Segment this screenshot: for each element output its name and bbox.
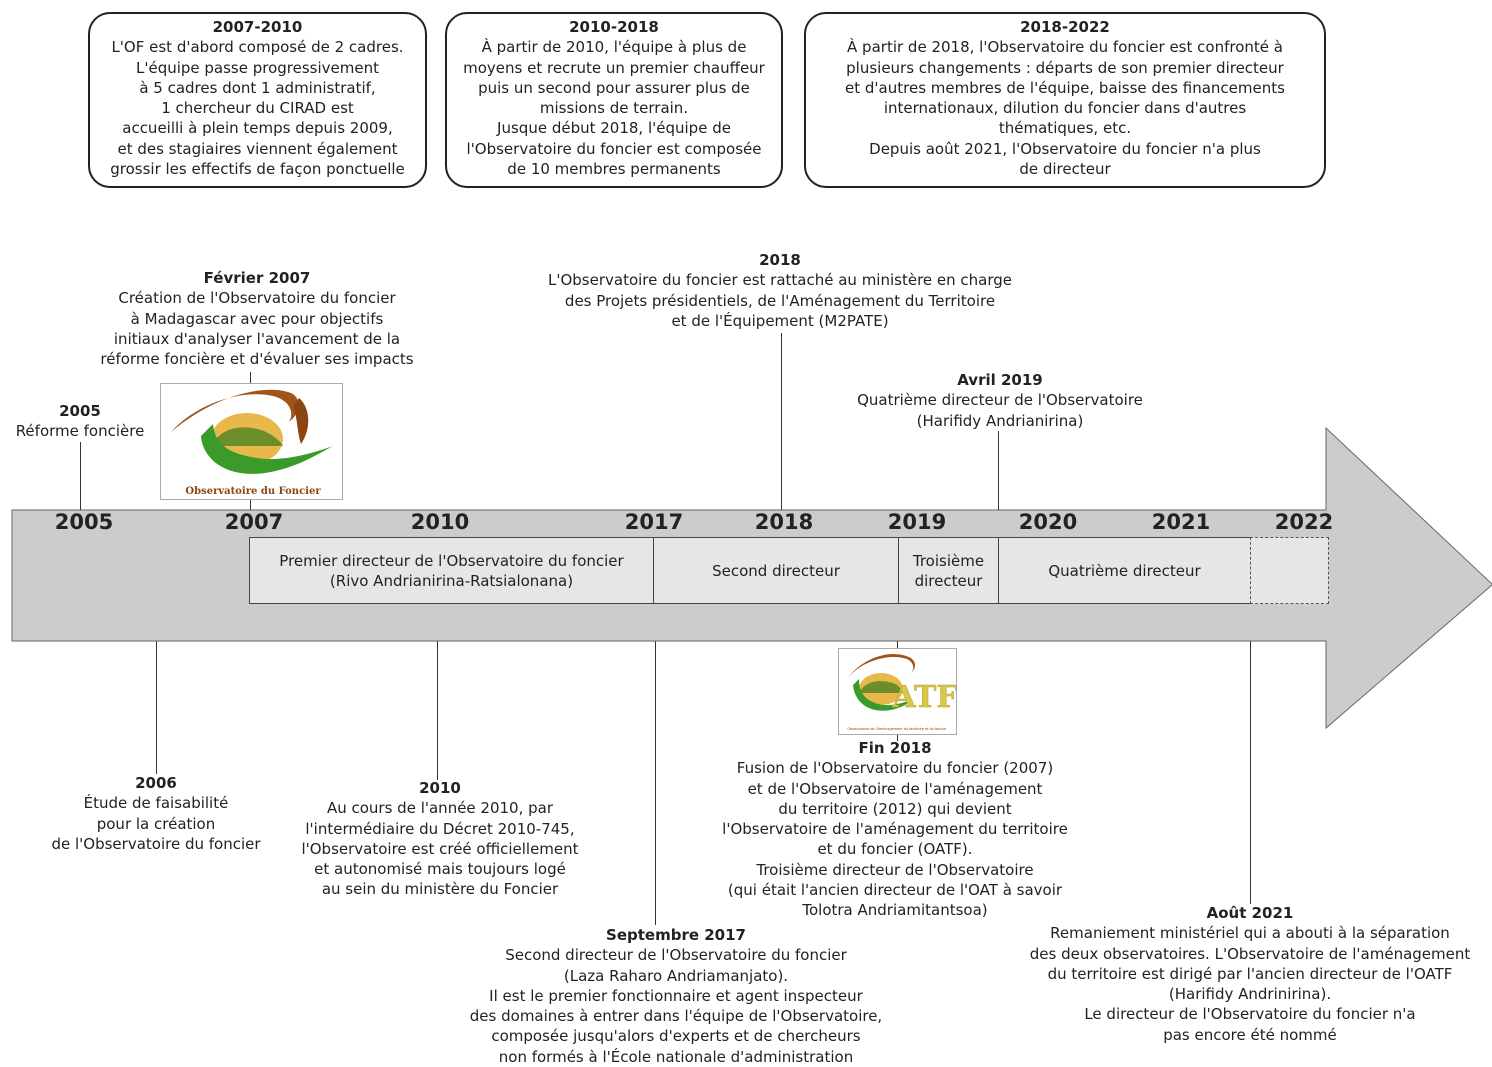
event-title: Février 2007 [203, 269, 311, 287]
year-label-2007: 2007 [224, 510, 284, 534]
year-label-2018: 2018 [754, 510, 814, 534]
event-text: Quatrième directeur de l'Observatoire (H… [857, 391, 1143, 430]
oatf-logo-text: ATF [891, 680, 956, 715]
year-label-2017: 2017 [624, 510, 684, 534]
year-label-2019: 2019 [887, 510, 947, 534]
year-label-2005: 2005 [54, 510, 114, 534]
event-text: Fusion de l'Observatoire du foncier (200… [722, 759, 1068, 920]
year-label-2020: 2020 [1018, 510, 1078, 534]
logo-caption: Observatoire du Foncier [185, 486, 321, 497]
event-2005: 2005 Réforme foncière [0, 401, 160, 442]
period-text: À partir de 2010, l'équipe à plus de moy… [463, 38, 765, 179]
oatf-logo-caption: Observatoire de l'Aménagement du territo… [847, 727, 947, 731]
event-title: Avril 2019 [957, 371, 1043, 389]
connector-line-2010 [437, 641, 438, 780]
event-title: Septembre 2017 [606, 926, 746, 944]
event-title: 2006 [135, 774, 177, 792]
event-title: 2010 [419, 779, 461, 797]
connector-line-septembre-2017 [655, 641, 656, 925]
event-avril-2019: Avril 2019 Quatrième directeur de l'Obse… [840, 370, 1160, 431]
event-text: Second directeur de l'Observatoire du fo… [469, 946, 883, 1066]
eye-emblem-icon: Observatoire du Foncier [171, 389, 333, 497]
director-box-fourth: Quatrième directeur [998, 537, 1251, 604]
period-box-2018-2022: 2018-2022 À partir de 2018, l'Observatoi… [804, 12, 1326, 188]
event-2018: 2018 L'Observatoire du foncier est ratta… [520, 250, 1040, 331]
period-text: À partir de 2018, l'Observatoire du fonc… [845, 38, 1285, 179]
period-title: 2018-2022 [1020, 18, 1110, 36]
year-label-2022: 2022 [1274, 510, 1334, 534]
year-label-2021: 2021 [1151, 510, 1211, 534]
connector-line-2005 [80, 442, 81, 510]
event-text: Réforme foncière [15, 422, 145, 441]
year-label-2010: 2010 [410, 510, 470, 534]
oatf-logo: ATF Observatoire de l'Aménagement du ter… [838, 648, 958, 735]
event-text: Remaniement ministériel qui a abouti à l… [1029, 924, 1471, 1044]
period-box-2007-2010: 2007-2010 L'OF est d'abord composé de 2 … [88, 12, 427, 188]
event-text: L'Observatoire du foncier est rattaché a… [547, 271, 1013, 330]
director-box-vacant [1250, 537, 1329, 604]
connector-line-2006 [156, 641, 157, 774]
period-box-2010-2018: 2010-2018 À partir de 2010, l'équipe à p… [445, 12, 783, 188]
director-box-second: Second directeur [653, 537, 899, 604]
director-box-first: Premier directeur de l'Observatoire du f… [249, 537, 654, 604]
connector-line-avril-2019 [998, 431, 999, 510]
period-text: L'OF est d'abord composé de 2 cadres. L'… [110, 38, 405, 179]
event-title: 2018 [759, 251, 801, 269]
event-septembre-2017: Septembre 2017 Second directeur de l'Obs… [420, 925, 932, 1067]
event-title: 2005 [59, 402, 101, 420]
event-title: Fin 2018 [858, 739, 932, 757]
event-2010: 2010 Au cours de l'année 2010, par l'int… [280, 778, 600, 900]
connector-line-2018 [781, 333, 782, 510]
event-text: Étude de faisabilité pour la création de… [51, 794, 261, 853]
event-text: Au cours de l'année 2010, par l'interméd… [301, 799, 579, 899]
event-text: Création de l'Observatoire du foncier à … [100, 289, 414, 369]
oatf-emblem-icon: ATF Observatoire de l'Aménagement du ter… [847, 653, 958, 731]
event-title: Août 2021 [1206, 904, 1294, 922]
connector-line-aout-2021 [1250, 641, 1251, 904]
event-aout-2021: Août 2021 Remaniement ministériel qui a … [1008, 903, 1492, 1045]
observatoire-du-foncier-logo: Observatoire du Foncier [160, 383, 343, 500]
period-title: 2010-2018 [569, 18, 659, 36]
event-fin-2018: Fin 2018 Fusion de l'Observatoire du fon… [690, 738, 1100, 921]
event-fevrier-2007: Février 2007 Création de l'Observatoire … [71, 268, 443, 369]
event-2006: 2006 Étude de faisabilité pour la créati… [36, 773, 276, 854]
director-box-third: Troisième directeur [898, 537, 999, 604]
period-title: 2007-2010 [212, 18, 303, 36]
